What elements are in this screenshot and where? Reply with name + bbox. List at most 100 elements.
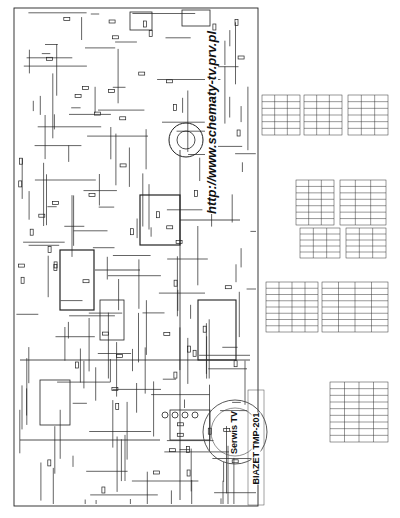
wire [151,227,152,236]
wire [247,87,248,151]
wire [96,500,97,504]
wire [221,498,222,504]
wire [138,313,139,363]
wire [35,145,82,146]
wire [23,242,65,243]
wire [171,490,172,504]
wire [214,492,256,493]
wire [116,342,117,397]
wire [61,300,83,301]
wire [29,50,30,74]
wire [74,230,108,231]
wire [223,462,224,482]
wire [45,44,58,45]
data-table [304,95,342,135]
wire [191,449,192,492]
component-symbol [112,387,118,390]
component-symbol [234,361,237,367]
wire [54,426,55,474]
component-symbol [53,201,59,204]
wire [29,245,60,246]
wire [69,114,111,115]
component-symbol [102,487,105,493]
wire [98,353,131,354]
data-table [340,180,386,225]
wire [89,431,151,432]
component-symbol [47,57,53,60]
wire [138,259,139,308]
wire [245,361,246,405]
wire [113,255,151,256]
wire [47,206,56,207]
wire [113,87,126,88]
wire [95,87,96,113]
wire [233,458,234,504]
wire [40,463,41,501]
wire [146,129,147,169]
wire [212,458,256,459]
component-symbol [213,24,216,30]
wire [52,73,53,138]
wire [177,290,178,311]
component-symbol [167,226,173,229]
wire [73,456,74,467]
wire [242,162,243,172]
component-symbol [113,36,119,39]
wire [132,13,195,14]
wire [16,314,38,315]
wire [145,347,146,393]
wire [28,12,86,13]
wire [184,400,185,409]
wire [90,494,158,495]
wire [108,275,161,276]
wire [99,174,100,206]
component-symbol [48,247,51,253]
wire [81,17,82,40]
component-symbol [193,350,196,356]
wire [167,259,208,260]
wire [24,66,87,67]
wire [45,115,46,159]
component-symbol [164,333,170,336]
component-symbol [64,17,70,20]
component-symbol [19,158,22,164]
wire [182,98,183,113]
wire [43,163,44,226]
wire [107,257,108,280]
data-table [346,228,386,258]
wire [226,426,227,493]
data-table [348,95,388,135]
component-symbol [173,104,176,110]
component-symbol [109,89,115,92]
component-symbol [83,86,89,89]
component-symbol [117,355,123,358]
wire [87,136,148,137]
wire [91,14,99,15]
wire [22,385,23,429]
wire [167,209,203,210]
component-symbol [149,30,152,36]
wire [98,110,144,111]
component-symbol [120,164,126,167]
component-symbol [157,212,160,218]
component-symbol [170,449,176,452]
wire [118,279,119,310]
component-symbol [120,117,126,120]
wire [89,313,122,314]
wire [56,44,57,96]
wire [149,184,150,229]
wire [112,400,113,448]
component-symbol [187,470,190,476]
wire [73,403,87,404]
component-symbol [89,194,95,197]
component-symbol [154,471,160,474]
wire [38,126,101,127]
wire [199,158,200,181]
wire [162,122,205,123]
wire [84,190,117,191]
component-symbol [19,181,22,187]
data-table [296,180,334,225]
component-symbol [232,460,238,463]
wire [125,435,126,481]
